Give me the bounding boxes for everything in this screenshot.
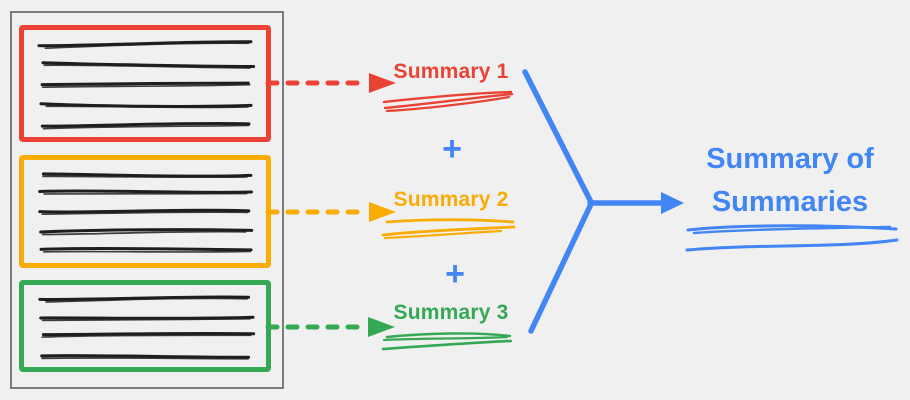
green-dashed-arrow (265, 317, 395, 337)
plus-sign-2: + (445, 255, 465, 293)
plus-sign-1: + (442, 130, 462, 168)
text-scribbles-red (36, 37, 257, 132)
red-dashed-arrow (265, 73, 396, 93)
document-section-orange (19, 155, 271, 268)
merge-lines (522, 69, 594, 334)
summary-of-summaries-label: Summary of Summaries (706, 143, 874, 218)
orange-dashed-arrow (265, 202, 396, 222)
summary-1-underline (382, 90, 514, 113)
merge-arrow (587, 192, 684, 214)
summary-2-underline (381, 218, 516, 240)
text-scribbles-orange (36, 167, 257, 258)
document-section-green (19, 280, 271, 372)
document-section-red (19, 25, 271, 142)
summary-3-label: Summary 3 (393, 301, 509, 324)
summary-of-summaries-underline (685, 224, 899, 252)
source-document (10, 11, 284, 389)
summary-2-label: Summary 2 (393, 188, 509, 211)
summary-1-label: Summary 1 (393, 60, 509, 83)
summary-3-underline (381, 332, 513, 351)
text-scribbles-green (36, 292, 257, 362)
